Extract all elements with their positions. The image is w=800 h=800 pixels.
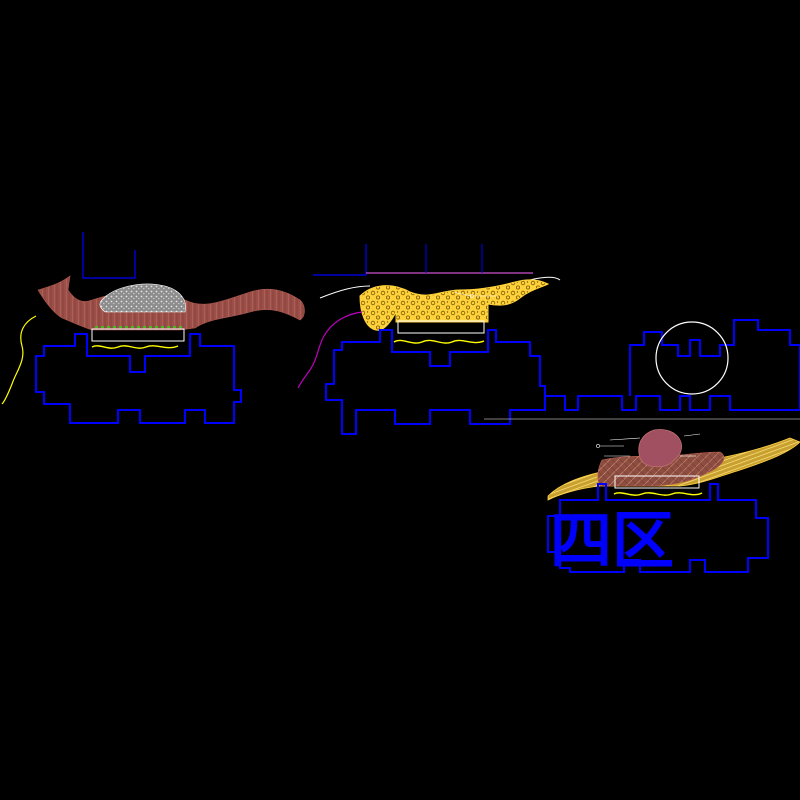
plan-2-boundary-line — [313, 244, 367, 276]
circle-marker-icon — [596, 444, 600, 448]
plan-1-yellow-wave — [91, 345, 179, 349]
plan-4-yellow-wave — [613, 492, 703, 496]
plan-3-building-outline — [520, 319, 800, 411]
plan-2 — [297, 244, 800, 435]
plan-4-callout-leader-2 — [609, 437, 641, 441]
plan-2-building-outline — [325, 329, 546, 435]
zone-label: 四区 — [550, 504, 674, 577]
plan-2-callout-leader — [453, 291, 471, 297]
plan-2-entry-pad — [397, 320, 485, 334]
plan-1-building-outline — [35, 333, 242, 424]
plan-1-boundary-line — [82, 232, 136, 279]
plan-4: 四区 — [547, 429, 800, 577]
plan-3-detail-circle — [655, 321, 729, 395]
plan-1 — [1, 232, 305, 424]
plan-2-magenta-edge — [297, 311, 363, 389]
plan-4-callout-leader-4 — [683, 433, 701, 437]
plan-4-feature-mound — [638, 429, 682, 468]
plan-1-yellow-edge-curve — [1, 315, 37, 405]
plan-1-gravel-area — [99, 283, 186, 313]
plan-4-entry-pad — [614, 475, 700, 489]
plan-1-entry-pad — [91, 328, 185, 342]
plan-2-patterned-paving — [359, 279, 550, 331]
circle-marker-icon — [470, 294, 474, 298]
plan-2-yellow-wave — [393, 339, 485, 344]
plan-3-upper — [520, 319, 800, 411]
plan-4-building-outline — [547, 483, 769, 573]
